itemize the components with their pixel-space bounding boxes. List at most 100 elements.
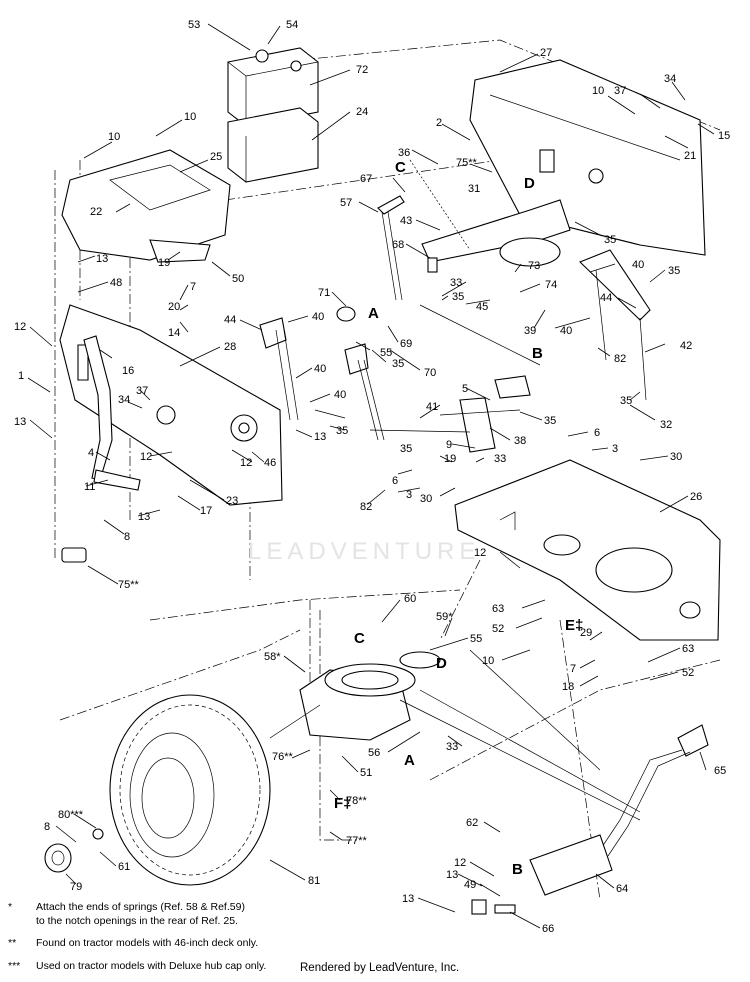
callout-63b: 63 <box>682 643 694 655</box>
callout-33c: 33 <box>446 741 458 753</box>
footnote-mark: * <box>8 901 13 913</box>
callout-36: 36 <box>398 147 410 159</box>
callout-12a: 12 <box>14 321 26 333</box>
callout-13a: 13 <box>96 253 108 265</box>
callout-25: 25 <box>210 151 222 163</box>
callout-2: 2 <box>436 117 442 129</box>
watermark-text: LEADVENTURE <box>248 538 481 565</box>
callout-30a: 30 <box>670 451 682 463</box>
hub-cap-group <box>44 828 104 873</box>
footnote-3: ***Used on tractor models with Deluxe hu… <box>8 959 266 973</box>
callout-34a: 34 <box>664 73 676 85</box>
callout-73: 73 <box>528 260 540 272</box>
callout-28: 28 <box>224 341 236 353</box>
callout-13f: 13 <box>402 893 414 905</box>
callout-76: 76** <box>272 751 294 763</box>
ref-letter-b-bottom: B <box>512 861 523 878</box>
callout-30b: 30 <box>420 493 432 505</box>
callout-49: 49 <box>464 879 476 891</box>
callout-62: 62 <box>466 817 478 829</box>
ref-letter-d-top: D <box>524 175 535 192</box>
callout-labels: 53 54 72 24 27 10 34 37 15 21 10 10 25 2… <box>14 19 730 935</box>
callout-12c: 12 <box>240 457 252 469</box>
callout-65: 65 <box>714 765 726 777</box>
callout-67: 67 <box>360 173 372 185</box>
callout-70: 70 <box>424 367 436 379</box>
callout-16: 16 <box>122 365 134 377</box>
ref-letter-f: F‡ <box>334 795 352 812</box>
callout-44a: 44 <box>600 292 612 304</box>
ref-letter-d-bottom: D <box>436 655 447 672</box>
footnote-1: * Attach the ends of springs (Ref. 58 & R… <box>8 900 245 928</box>
callout-71: 71 <box>318 287 330 299</box>
callout-35d: 35 <box>392 358 404 370</box>
callout-55b: 55 <box>470 633 482 645</box>
callout-37a: 37 <box>614 85 626 97</box>
callout-15: 15 <box>718 130 730 142</box>
callout-52a: 52 <box>492 623 504 635</box>
leader-lines <box>27 23 715 929</box>
callout-44b: 44 <box>224 314 236 326</box>
callout-48: 48 <box>110 277 122 289</box>
callout-29: 29 <box>580 627 592 639</box>
footnote-text: Attach the ends of springs (Ref. 58 & Re… <box>36 901 245 913</box>
callout-13d: 13 <box>138 511 150 523</box>
callout-57: 57 <box>340 197 352 209</box>
callout-40b: 40 <box>560 325 572 337</box>
callout-7b: 7 <box>570 663 576 675</box>
callout-18: 18 <box>562 681 574 693</box>
lift-shafts-group <box>259 249 651 441</box>
callout-34b: 34 <box>118 394 130 406</box>
callout-1: 1 <box>18 370 24 382</box>
callout-75a: 75** <box>456 157 478 169</box>
callout-35h: 35 <box>400 443 412 455</box>
callout-46: 46 <box>264 457 276 469</box>
callout-81: 81 <box>308 875 320 887</box>
callout-55a: 55 <box>380 347 392 359</box>
shift-lever-group <box>336 159 571 366</box>
callout-78: 78** <box>346 795 368 807</box>
dash-bracket-group <box>61 149 231 263</box>
callout-54: 54 <box>286 19 298 31</box>
callout-68: 68 <box>392 239 404 251</box>
callout-82b: 82 <box>360 501 372 513</box>
callout-40e: 40 <box>334 389 346 401</box>
footnote-mark: *** <box>8 960 21 972</box>
callout-35c: 35 <box>452 291 464 303</box>
callout-35a: 35 <box>604 234 616 246</box>
callout-12e: 12 <box>454 857 466 869</box>
callout-6a: 6 <box>594 427 600 439</box>
callout-11: 11 <box>84 481 95 493</box>
callout-41: 41 <box>426 401 438 413</box>
callout-13e: 13 <box>446 869 458 881</box>
transmission-group <box>269 649 641 821</box>
callout-26: 26 <box>690 491 702 503</box>
ref-letter-a-top: A <box>368 305 379 322</box>
lift-lever-group <box>61 335 141 563</box>
rear-wheel-group <box>109 694 271 886</box>
callout-59: 59* <box>436 611 453 623</box>
callout-61: 61 <box>118 861 130 873</box>
callout-75b: 75** <box>118 579 140 591</box>
callout-4: 4 <box>88 447 94 459</box>
callout-51: 51 <box>360 767 372 779</box>
callout-17: 17 <box>200 505 212 517</box>
callout-35b: 35 <box>668 265 680 277</box>
ref-letter-a-bottom: A <box>404 752 415 769</box>
callout-43: 43 <box>400 215 412 227</box>
callout-69: 69 <box>400 338 412 350</box>
reference-letters: C D A B E‡ C D A F‡ B <box>334 159 583 878</box>
callout-40c: 40 <box>312 311 324 323</box>
callout-12b: 12 <box>140 451 152 463</box>
callout-63a: 63 <box>492 603 504 615</box>
callout-40d: 40 <box>314 363 326 375</box>
brake-pedal-group <box>471 724 709 915</box>
callout-77: 77** <box>346 835 368 847</box>
callout-79: 79 <box>70 881 82 893</box>
callout-21: 21 <box>684 150 696 162</box>
callout-35g: 35 <box>544 415 556 427</box>
battery-group <box>227 47 319 183</box>
callout-52b: 52 <box>682 667 694 679</box>
footnote-text: Found on tractor models with 46-inch dec… <box>36 937 259 949</box>
